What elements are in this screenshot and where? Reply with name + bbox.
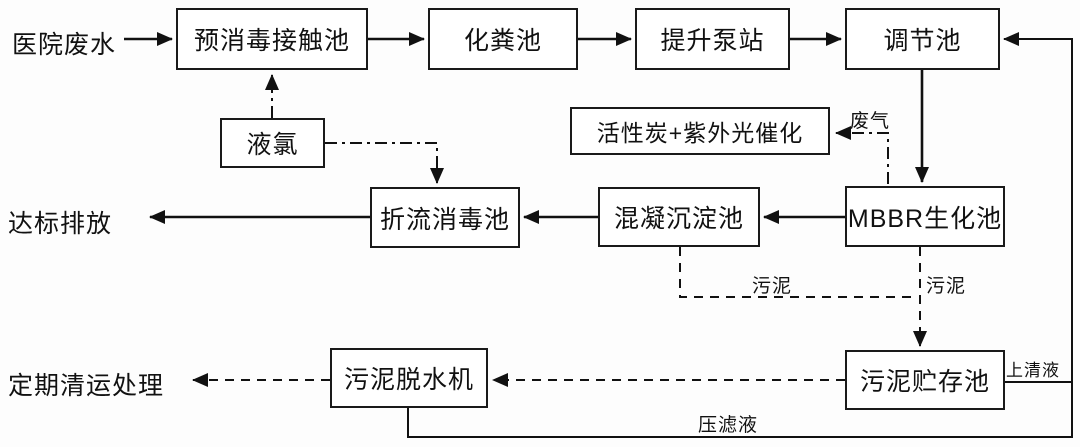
- line-filtrate-return-to-regulating: [407, 32, 1073, 438]
- endpoint-periodic-disposal-label: 定期清运处理: [8, 372, 165, 400]
- node-septic-tank: 化粪池: [428, 8, 578, 70]
- line-sludge-from-coagulation: [679, 247, 918, 298]
- node-sludge-dewatering-machine: 污泥脱水机: [330, 348, 488, 408]
- node-regulating-tank: 调节池: [845, 8, 1000, 70]
- node-lift-pump-station: 提升泵站: [635, 8, 790, 70]
- source-label: 医院废水: [12, 31, 117, 59]
- label-waste-gas: 废气: [850, 111, 891, 132]
- label-filtrate: 压滤液: [698, 415, 759, 436]
- label-sludge-from-coagulation: 污泥: [752, 276, 793, 297]
- node-sludge-storage-tank: 污泥贮存池: [845, 350, 1005, 410]
- node-activated-carbon-uv: 活性炭+紫外光催化: [570, 107, 830, 155]
- node-liquid-chlorine: 液氯: [220, 118, 325, 168]
- node-pre-disinfection-tank: 预消毒接触池: [176, 8, 368, 70]
- node-coagulation-sedimentation-tank: 混凝沉淀池: [598, 187, 760, 247]
- endpoint-discharge-label: 达标排放: [8, 210, 113, 238]
- label-sludge-from-mbbr: 污泥: [926, 276, 967, 297]
- arrow-chlorine-to-baffled: [325, 142, 444, 184]
- label-supernatant: 上清液: [1006, 361, 1060, 380]
- arrow-wastegas-to-uv-unit: [835, 126, 889, 184]
- node-baffled-disinfection-tank: 折流消毒池: [370, 187, 520, 248]
- node-mbbr-tank: MBBR生化池: [845, 186, 1005, 247]
